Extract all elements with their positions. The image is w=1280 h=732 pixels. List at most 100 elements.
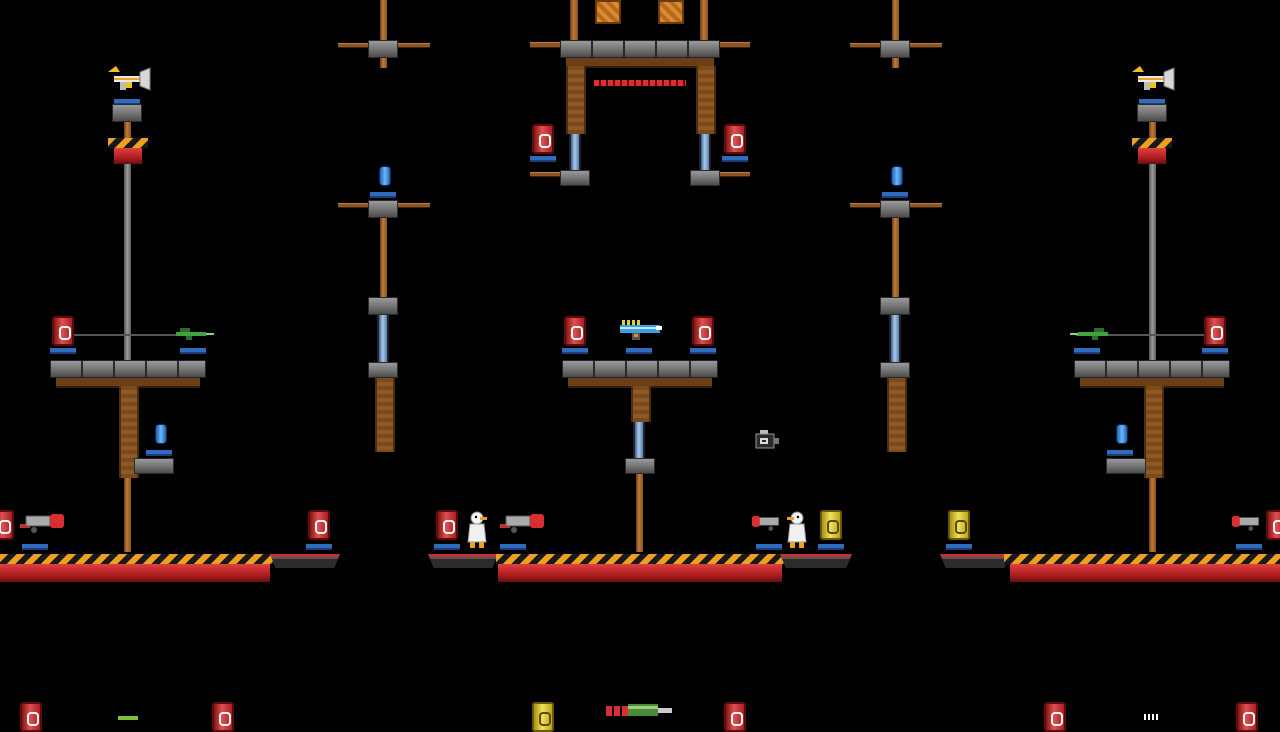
red-barrel[interactable] — [20, 702, 42, 732]
item-stand — [1236, 544, 1262, 550]
rope-line — [1076, 334, 1206, 336]
stone-block — [1137, 104, 1167, 122]
yellow-barrel[interactable] — [948, 510, 970, 540]
wood-column — [696, 66, 716, 134]
red-barrel[interactable] — [724, 124, 746, 154]
cannon-icon[interactable] — [752, 512, 788, 534]
laser-blaster-icon[interactable] — [618, 320, 664, 344]
stone-platform — [1074, 360, 1230, 378]
grenade-icon[interactable] — [1116, 424, 1128, 444]
yellow-barrel[interactable] — [820, 510, 842, 540]
tower-pole — [892, 58, 899, 68]
tower-pole — [124, 478, 131, 552]
red-barrel[interactable] — [724, 702, 746, 732]
glass-pipe — [633, 422, 645, 458]
red-barrel[interactable] — [436, 510, 458, 540]
wood-column — [631, 386, 651, 422]
tower-pole — [380, 58, 387, 68]
stone-block — [880, 40, 910, 58]
stone-block — [368, 297, 398, 315]
tower-pole — [892, 218, 899, 298]
stone-block — [880, 362, 910, 378]
metal-platform — [428, 554, 498, 568]
red-floor — [498, 564, 782, 582]
trumpet-icon[interactable] — [106, 66, 152, 96]
crate — [658, 0, 684, 24]
cannon-icon[interactable] — [500, 512, 546, 534]
item-stand — [690, 348, 716, 354]
wood-beam — [720, 172, 750, 177]
glass-pipe — [889, 315, 901, 363]
red-barrel[interactable] — [1266, 510, 1280, 540]
item-stand — [306, 544, 332, 550]
grenade-icon[interactable] — [379, 166, 391, 186]
cannon-icon[interactable] — [1232, 512, 1268, 534]
stone-block — [368, 40, 398, 58]
red-barrel[interactable] — [308, 510, 330, 540]
item-stand — [530, 156, 556, 162]
hazard-cap — [108, 138, 148, 148]
wood-beam — [530, 172, 560, 177]
item-stand — [22, 544, 48, 550]
wood-column — [375, 378, 395, 452]
glass-pipe — [699, 134, 711, 172]
grenade-icon[interactable] — [891, 166, 903, 186]
tower-pole — [124, 122, 131, 138]
item-stand — [180, 348, 206, 354]
item-stand — [50, 348, 76, 354]
red-barrel[interactable] — [0, 510, 14, 540]
wood-column — [1144, 386, 1164, 478]
stone-block — [368, 362, 398, 378]
wood-column — [119, 386, 139, 478]
white-duck[interactable] — [784, 510, 810, 550]
warning-lights — [594, 80, 686, 86]
red-barrel[interactable] — [1236, 702, 1258, 732]
tower-pole — [892, 0, 899, 42]
red-barrel[interactable] — [52, 316, 74, 346]
metal-platform — [940, 554, 1010, 568]
item-stand — [1074, 348, 1100, 354]
item-stand — [946, 544, 972, 550]
metal-platform — [270, 554, 340, 568]
wood-column — [887, 378, 907, 452]
grenade-icon[interactable] — [155, 424, 167, 444]
red-barrel[interactable] — [1044, 702, 1066, 732]
hazard-cap — [1132, 138, 1172, 148]
stone-block — [625, 458, 655, 474]
red-floor — [0, 564, 270, 582]
hazard-floor — [496, 554, 786, 564]
stone-platform — [50, 360, 206, 378]
red-band — [1138, 148, 1166, 164]
yellow-barrel[interactable] — [532, 702, 554, 732]
glass-pipe — [377, 315, 389, 363]
stone-block — [368, 200, 398, 218]
trumpet-icon[interactable] — [1130, 66, 1176, 96]
stone-block — [880, 297, 910, 315]
red-barrel[interactable] — [564, 316, 586, 346]
item-stand — [1202, 348, 1228, 354]
item-stand — [562, 348, 588, 354]
item-stand — [756, 544, 782, 550]
glass-pipe — [569, 134, 581, 172]
item-stand — [500, 544, 526, 550]
sniper-rifle-icon[interactable] — [176, 328, 214, 340]
red-barrel[interactable] — [692, 316, 714, 346]
sniper-rifle-icon[interactable] — [1070, 328, 1108, 340]
camera-icon[interactable] — [754, 430, 780, 450]
crate — [595, 0, 621, 24]
stone-block — [112, 104, 142, 122]
chainsaw-icon[interactable] — [606, 702, 672, 720]
stone-platform — [562, 360, 718, 378]
cannon-icon[interactable] — [20, 512, 66, 534]
tower-pole — [380, 218, 387, 298]
item-stand — [370, 192, 396, 198]
red-floor — [1010, 564, 1280, 582]
white-duck[interactable] — [464, 510, 490, 550]
red-barrel[interactable] — [212, 702, 234, 732]
stone-platform — [560, 40, 720, 58]
red-barrel[interactable] — [1204, 316, 1226, 346]
item-stand — [146, 450, 172, 456]
red-barrel[interactable] — [532, 124, 554, 154]
metal-pole — [1149, 164, 1156, 360]
